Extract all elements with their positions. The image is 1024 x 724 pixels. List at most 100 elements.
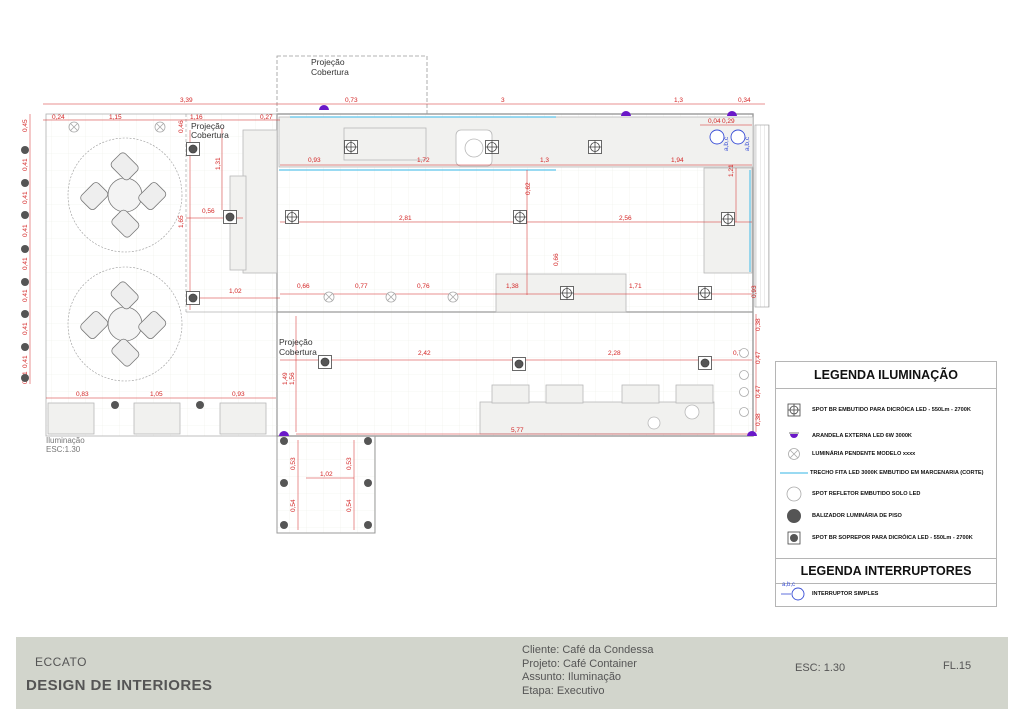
wall-sconce-icon	[621, 111, 631, 116]
floor-spot-icon	[776, 486, 812, 502]
subject: Assunto: Iluminação	[522, 671, 622, 683]
floor-bollard-icon	[280, 437, 288, 445]
cooktop-2	[647, 416, 661, 430]
dim-text: 0,93	[751, 285, 758, 298]
floor-bollard-icon	[364, 521, 372, 529]
legend-item-switch: a,b,c INTERRUPTOR SIMPLES	[776, 582, 996, 604]
led-strip-icon	[776, 471, 812, 475]
dim-text: 0,29	[722, 118, 735, 125]
chair	[110, 281, 139, 310]
dim-text: 1,02	[320, 471, 333, 478]
cover-label: Projeção	[279, 337, 313, 347]
bollards	[21, 146, 372, 529]
stool-2	[545, 384, 584, 404]
surface-spots	[186, 142, 712, 371]
sheet-number: FL.15	[943, 660, 972, 672]
floor-bollard-icon	[111, 401, 119, 409]
dim-text: 1,16	[190, 114, 203, 121]
spot-surface-icon	[776, 531, 812, 545]
client-name: Cliente: Café da Condessa	[522, 644, 654, 656]
dim-text: 1,94	[671, 157, 684, 164]
dim-text: 1,05	[150, 391, 163, 398]
legend-item-sconce: ARANDELA EXTERNA LED 6W 3000K	[776, 426, 996, 446]
dimension-texts: 3,39 0,73 3 1,3 0,34 0,24 1,15 1,16 0,27…	[22, 97, 762, 512]
spot-recessed-icon	[344, 140, 358, 154]
switches: a,b,c a,b,c	[709, 129, 751, 151]
table-set-1	[67, 137, 183, 253]
dim-text: 1,71	[629, 283, 642, 290]
dim-text: 0,38	[755, 413, 762, 426]
dim-text: 0,41	[22, 322, 29, 335]
dim-text: 0,27	[260, 114, 273, 121]
legend-item-pendant: LUMINÁRIA PENDENTE MODELO xxxx	[776, 444, 996, 464]
legend-item-label: SPOT REFLETOR EMBUTIDO SOLO LED	[812, 491, 921, 497]
spot-recessed-icon	[560, 286, 574, 300]
dim-text: 0,47	[755, 385, 762, 398]
stool-4	[675, 384, 714, 404]
spot-surface-icon	[186, 291, 200, 305]
chair	[111, 209, 140, 238]
dim-text: 1,3	[540, 157, 549, 164]
floor-bollard-icon	[280, 521, 288, 529]
legend-item-bollard: BALIZADOR LUMINÁRIA DE PISO	[776, 506, 996, 526]
dim-text: 0,24	[52, 114, 65, 121]
floor-bollard-icon	[21, 179, 29, 187]
dim-text: 0,93	[308, 157, 321, 164]
dim-text: 0,34	[738, 97, 751, 104]
table-2	[107, 306, 143, 342]
cover-projection-top	[276, 55, 428, 115]
office-name: ECCATO	[35, 655, 87, 669]
cover-label: Cobertura	[311, 67, 349, 77]
cover-label: Cobertura	[279, 347, 317, 357]
pendant-icon	[385, 291, 397, 303]
dim-text: 1,65	[178, 215, 185, 228]
dim-text: 3,39	[180, 97, 193, 104]
title-block: ECCATO DESIGN DE INTERIORES Cliente: Caf…	[16, 637, 1008, 709]
dim-text: 0,66	[297, 283, 310, 290]
dim-text: 0,41	[22, 158, 29, 171]
floor-spot-icon	[739, 407, 749, 417]
floor-spots	[739, 348, 749, 417]
dim-text: 0,41	[22, 355, 29, 368]
table-set-2	[67, 266, 183, 382]
dim-text: 0,54	[346, 499, 353, 512]
lighting-legend: LEGENDA ILUMINAÇÃO SPOT BR EMBUTIDO PARA…	[775, 361, 997, 607]
floor-bollard-icon	[21, 211, 29, 219]
pendant-icon	[447, 291, 459, 303]
planter-1	[47, 402, 95, 435]
legend-item-label: SPOT BR SOPREPOR PARA DICRÓICA LED - 550…	[812, 535, 973, 541]
dim-text: 0,41	[22, 289, 29, 302]
dim-text: 0,83	[76, 391, 89, 398]
led-strips	[279, 116, 751, 272]
spot-recessed-icon	[776, 403, 812, 417]
project-name: Projeto: Café Container	[522, 657, 637, 670]
spot-recessed-icon	[698, 286, 712, 300]
dim-text: 0,41	[22, 257, 29, 270]
switch-code: a,b,c	[782, 582, 796, 588]
table-rug-2	[67, 266, 183, 382]
stage: Etapa: Executivo	[522, 684, 605, 697]
drawing-scale: ESC:1.30	[46, 445, 81, 454]
dim-text: 0,46	[178, 120, 185, 133]
cooktop-1	[684, 404, 700, 420]
dim-text: 3	[501, 97, 505, 104]
spot-surface-icon	[698, 356, 712, 370]
dim-text: 0,53	[290, 457, 297, 470]
floor-bollard-icon	[21, 310, 29, 318]
dim-text: 0,41	[22, 224, 29, 237]
left-column	[242, 129, 278, 274]
dim-text: 0,62	[525, 182, 532, 195]
dim-text: 0,53	[346, 457, 353, 470]
entry-deck	[276, 435, 376, 534]
dim-text: 0,66	[553, 253, 560, 266]
project-info: Cliente: Café da Condessa Projeto: Café …	[522, 644, 653, 698]
spot-recessed-icon	[513, 210, 527, 224]
floor-spot-icon	[739, 348, 749, 358]
dim-text: 0,41	[22, 191, 29, 204]
floor-bollard-icon	[196, 401, 204, 409]
chair	[138, 311, 167, 340]
svg-text:a,b,c: a,b,c	[723, 136, 730, 151]
spot-recessed-icon	[588, 140, 602, 154]
dim-text: 1,72	[417, 157, 430, 164]
